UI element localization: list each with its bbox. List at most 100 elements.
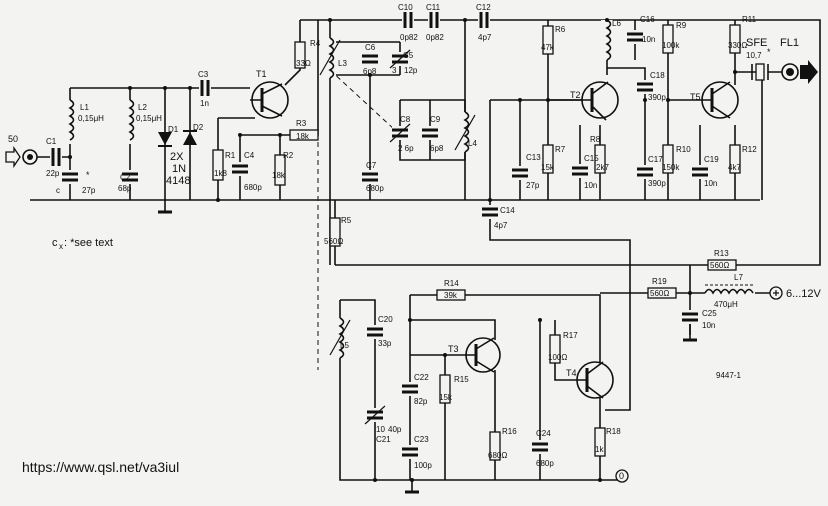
label-diode-type-3: 4148 <box>166 175 190 187</box>
c14-line <box>489 200 631 411</box>
capacitor-c23 <box>402 445 418 459</box>
label-c9-val: 6p8 <box>430 144 444 153</box>
label-r4-val: 33Ω <box>296 59 311 68</box>
label-c13-val: 27p <box>526 181 540 190</box>
note-x: x <box>59 242 63 251</box>
capacitor-c11 <box>428 12 440 28</box>
resistor-r5 <box>329 217 341 247</box>
capacitor-c9 <box>422 126 438 140</box>
capacitor-c16 <box>627 30 643 44</box>
capacitor-c15 <box>572 164 588 178</box>
label-c5: C5 <box>403 51 414 60</box>
label-c2: C2 <box>120 173 131 182</box>
capacitor-c7 <box>362 170 378 184</box>
label-l5: L5 <box>340 341 349 350</box>
label-c10-val: 0p82 <box>400 33 418 42</box>
trimmer-c21 <box>364 405 386 425</box>
resistor-r13 <box>707 259 737 271</box>
label-c25-val: 10n <box>702 321 715 330</box>
label-zero: 0 <box>619 471 624 481</box>
label-r18-val: 1k <box>595 445 604 454</box>
note-cx: c <box>52 237 58 249</box>
label-r14-val: 39k <box>444 291 458 300</box>
label-c2-val: 68p <box>118 184 132 193</box>
label-c1-val: 22p <box>46 169 60 178</box>
capacitor-c10 <box>402 12 414 28</box>
label-c3: C3 <box>198 70 209 79</box>
label-c20-val: 33p <box>378 339 392 348</box>
inductor-l6 <box>601 19 613 61</box>
label-c8: C8 <box>400 115 411 124</box>
capacitor-c22 <box>402 382 418 396</box>
capacitor-c2 <box>122 170 138 184</box>
label-r17: R17 <box>563 331 578 340</box>
label-c17-val: 390p <box>648 179 666 188</box>
label-c15: C15 <box>584 154 599 163</box>
label-r6-val: 47k <box>541 43 555 52</box>
capacitor-c19 <box>692 165 708 179</box>
label-c19: C19 <box>704 155 719 164</box>
gang-dash-2 <box>329 69 396 131</box>
label-l2: L2 <box>138 103 147 112</box>
resistor-r11 <box>729 24 741 54</box>
resistor-r12 <box>729 144 741 174</box>
label-r16-val: 680Ω <box>488 451 507 460</box>
inductor-l1 <box>64 99 76 144</box>
label-r9: R9 <box>676 21 687 30</box>
trimmer-c5 <box>389 49 411 69</box>
transistor-t3-icon <box>465 337 501 373</box>
label-r15: R15 <box>454 375 469 384</box>
zero-terminal-icon <box>615 469 629 483</box>
label-t1: T1 <box>256 69 267 79</box>
label-r17-val: 100Ω <box>548 353 567 362</box>
label-c1: C1 <box>46 137 57 146</box>
resistor-r4 <box>294 41 306 69</box>
resistor-r16 <box>489 431 501 461</box>
inductor-l3 <box>319 37 341 79</box>
capacitor-c4 <box>232 162 248 176</box>
label-r13-val: 560Ω <box>710 261 729 270</box>
label-r7: R7 <box>555 145 566 154</box>
resistor-r14 <box>436 289 466 301</box>
label-diode-type-2: 1N <box>172 163 186 175</box>
t1-collector-line <box>284 20 301 86</box>
label-supply: 6...12V <box>786 288 822 300</box>
label-r19: R19 <box>652 277 667 286</box>
label-c21-val2: 40p <box>388 425 402 434</box>
label-r3-val: 18k <box>296 132 310 141</box>
capacitor-c24 <box>532 440 548 454</box>
label-c22-val: 82p <box>414 397 428 406</box>
label-r5-val: 560Ω <box>324 237 343 246</box>
label-r10-val: 150k <box>662 163 680 172</box>
label-r4: R4 <box>310 39 321 48</box>
label-input-ohm: 50 <box>8 134 18 144</box>
label-c14: C14 <box>500 206 515 215</box>
label-c19-val: 10n <box>704 179 717 188</box>
label-cx: c <box>56 186 60 195</box>
note-text: : *see text <box>64 237 113 249</box>
label-l1-val: 0,15μH <box>78 114 104 123</box>
capacitor-c14 <box>482 205 498 219</box>
label-r2-val: 18k <box>272 171 286 180</box>
label-l7-val: 470μH <box>714 300 738 309</box>
label-c16-val: 10n <box>642 35 655 44</box>
ground-symbol-c25-icon <box>683 324 697 342</box>
label-c7-val: 680p <box>366 184 384 193</box>
resistor-r6 <box>542 25 554 55</box>
label-c11: C11 <box>426 3 441 12</box>
label-c23-val: 100p <box>414 461 432 470</box>
label-sfe-star: * <box>767 47 771 57</box>
ground-symbol-icon <box>158 200 172 214</box>
label-r7-val: 15k <box>541 163 555 172</box>
label-cx-val: 27p <box>82 186 96 195</box>
label-r6: R6 <box>555 25 566 34</box>
label-cx-star: * <box>86 170 90 180</box>
label-fl1: FL1 <box>780 37 799 49</box>
label-r1-val: 1k8 <box>214 169 227 178</box>
label-r12: R12 <box>742 145 757 154</box>
label-c18: C18 <box>650 71 665 80</box>
label-c6-val: 6p8 <box>363 67 377 76</box>
transistor-t2-icon <box>580 81 619 121</box>
